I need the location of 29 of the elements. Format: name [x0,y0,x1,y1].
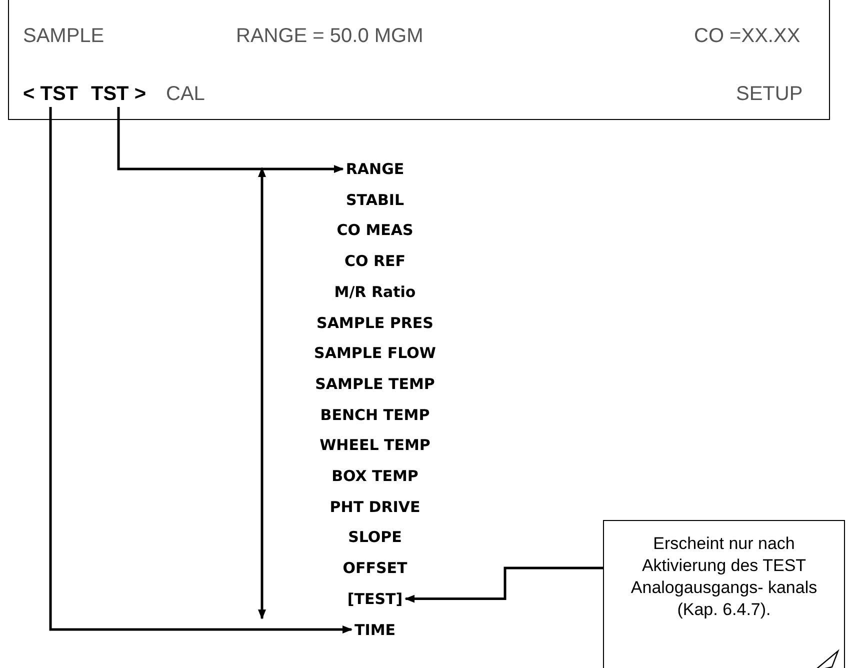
menu-item: M/R Ratio [334,282,416,301]
display-text: SETUP [736,83,803,106]
menu-item: PHT DRIVE [330,498,420,516]
menu-item: OFFSET [342,559,408,578]
menu-item: RANGE [346,160,404,178]
menu-item: TIME [354,620,396,638]
menu-item: CO REF [344,252,406,270]
menu-item: BENCH TEMP [320,406,430,424]
display-text: CO =XX.XX [694,25,800,48]
display-text: SAMPLE [23,25,104,48]
menu-item: SLOPE [348,528,402,546]
display-text: RANGE = 50.0 MGM [236,25,424,48]
display-text: CAL [166,83,205,106]
menu-item: [TEST] [347,590,403,608]
menu-item: BOX TEMP [332,467,418,485]
menu-key: TST > [91,83,146,106]
menu-item: SAMPLE PRES [316,314,434,332]
note-text: Erscheint nur nach Aktivierung des TEST Analogausgangs- kanals (Kap. 6.4.7). [630,533,818,621]
menu-item: WHEEL TEMP [320,436,430,454]
arrow [404,566,603,603]
display-panel [8,0,830,120]
menu-item: SAMPLE FLOW [314,344,436,362]
menu-item: CO MEAS [336,221,414,240]
arrow [117,107,344,173]
menu-item: SAMPLE TEMP [315,374,435,393]
arrow [49,107,352,634]
note-box [603,520,845,668]
menu-key: < TST [23,83,78,106]
menu-item: STABIL [346,190,404,209]
